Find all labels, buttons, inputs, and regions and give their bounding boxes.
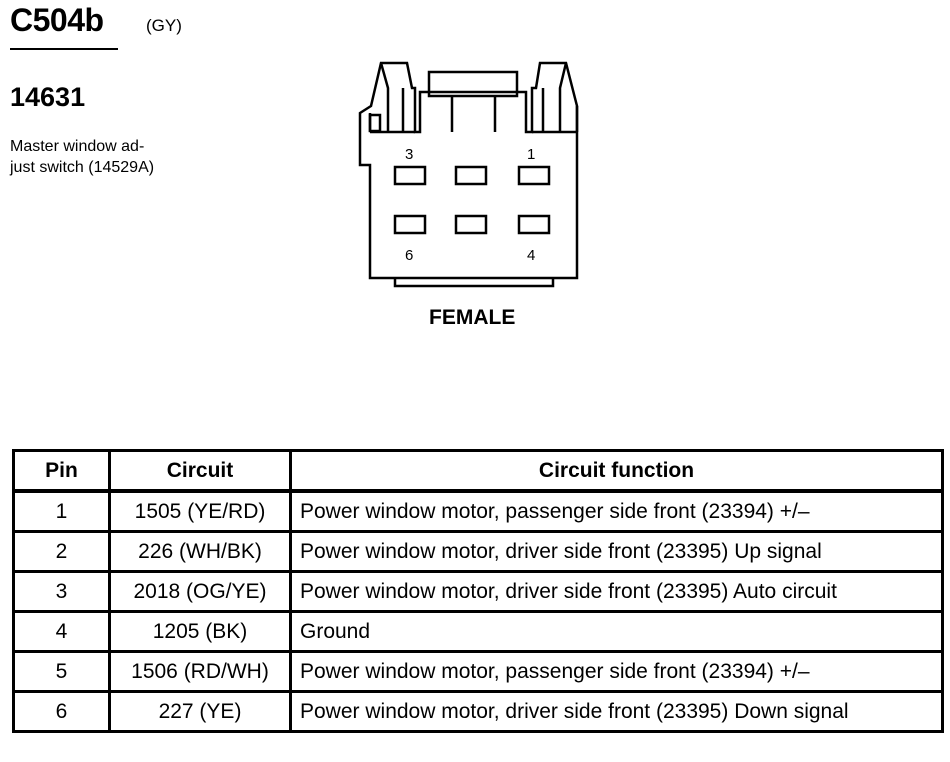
cavity-2 — [454, 165, 488, 186]
connector-gender-label: FEMALE — [429, 306, 516, 329]
pin-cell: 6 — [12, 690, 111, 733]
pin-cell: 3 — [12, 570, 111, 613]
function-cell: Power window motor, passenger side front… — [289, 650, 944, 693]
function-cell: Power window motor, driver side front (2… — [289, 690, 944, 733]
right-latch-detail — [541, 62, 579, 132]
header-pin: Pin — [12, 449, 111, 493]
cavity-label-3: 3 — [405, 146, 413, 163]
connector-id: C504b — [10, 2, 104, 38]
table-row: 2 226 (WH/BK) Power window motor, driver… — [12, 530, 944, 573]
pin-cell: 1 — [12, 489, 111, 533]
table-row: 4 1205 (BK) Ground — [12, 610, 944, 653]
function-cell: Power window motor, driver side front (2… — [289, 570, 944, 613]
circuit-cell: 226 (WH/BK) — [108, 530, 292, 573]
circuit-cell: 1205 (BK) — [108, 610, 292, 653]
connector-housing — [358, 61, 579, 280]
description-line: Master window ad- — [10, 138, 145, 155]
connector-color-code: (GY) — [146, 16, 182, 35]
pin-cell: 2 — [12, 530, 111, 573]
cavity-label-4: 4 — [527, 247, 535, 264]
key-stem — [450, 96, 497, 132]
circuit-cell: 1505 (YE/RD) — [108, 489, 292, 533]
key-block — [427, 70, 519, 98]
cavity-label-1: 1 — [527, 146, 535, 163]
connector-face-diagram: 3 1 6 4 — [358, 61, 579, 288]
left-latch-detail — [368, 62, 405, 132]
header-circuit-function: Circuit function — [289, 449, 944, 493]
connector-description: Master window ad- just switch (14529A) — [10, 136, 210, 178]
table-header-row: Pin Circuit Circuit function — [12, 449, 944, 493]
cavity-3 — [393, 165, 427, 186]
description-line: just switch (14529A) — [10, 159, 155, 176]
part-number: 14631 — [10, 82, 86, 112]
circuit-cell: 2018 (OG/YE) — [108, 570, 292, 613]
function-cell: Power window motor, driver side front (2… — [289, 530, 944, 573]
function-cell: Ground — [289, 610, 944, 653]
circuit-cell: 1506 (RD/WH) — [108, 650, 292, 693]
cavity-label-6: 6 — [405, 247, 413, 264]
table-row: 3 2018 (OG/YE) Power window motor, drive… — [12, 570, 944, 613]
connector-base — [393, 278, 555, 288]
function-cell: Power window motor, passenger side front… — [289, 489, 944, 533]
connector-id-underline — [10, 48, 118, 50]
pin-cell: 4 — [12, 610, 111, 653]
table-row: 5 1506 (RD/WH) Power window motor, passe… — [12, 650, 944, 693]
pin-cell: 5 — [12, 650, 111, 693]
cavity-6 — [393, 214, 427, 235]
circuit-cell: 227 (YE) — [108, 690, 292, 733]
cavity-4 — [517, 214, 551, 235]
pinout-table: Pin Circuit Circuit function 1 1505 (YE/… — [12, 449, 944, 733]
table-row: 1 1505 (YE/RD) Power window motor, passe… — [12, 489, 944, 533]
header-circuit: Circuit — [108, 449, 292, 493]
locking-tab — [368, 113, 382, 133]
table-row: 6 227 (YE) Power window motor, driver si… — [12, 690, 944, 733]
cavity-5 — [454, 214, 488, 235]
cavity-1 — [517, 165, 551, 186]
